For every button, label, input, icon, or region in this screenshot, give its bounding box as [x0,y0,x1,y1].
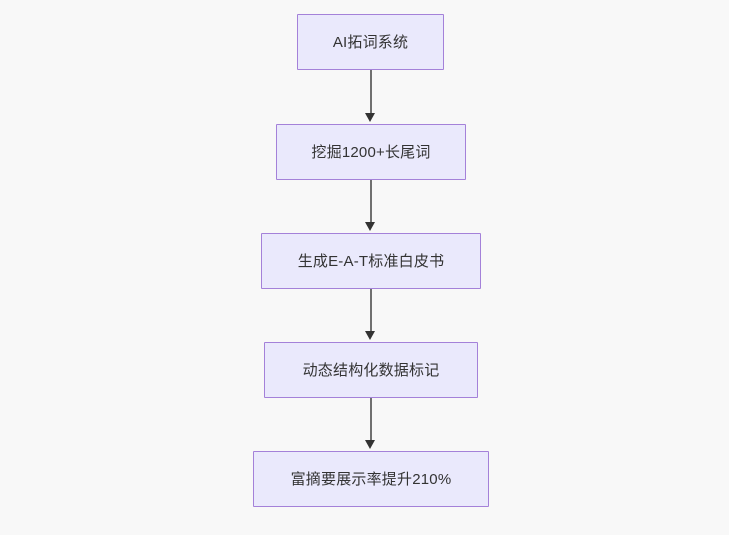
edge-n1-n2-arrowhead [365,113,375,122]
flow-node-dynamic-structured-data-markup[interactable]: 动态结构化数据标记 [264,342,478,398]
flow-node-generate-eat-whitepaper[interactable]: 生成E-A-T标准白皮书 [261,233,481,289]
edge-n3-n4-line [370,289,372,333]
edge-n2-n3-arrowhead [365,222,375,231]
flow-node-ai-keyword-system[interactable]: AI拓词系统 [297,14,444,70]
flow-node-label: AI拓词系统 [332,33,409,51]
flow-node-label: 动态结构化数据标记 [302,361,440,379]
flow-node-label: 富摘要展示率提升210% [290,470,452,488]
edge-n4-n5-line [370,398,372,442]
flow-node-label: 挖掘1200+长尾词 [311,143,431,161]
flow-node-mine-longtail-keywords[interactable]: 挖掘1200+长尾词 [276,124,466,180]
edge-n2-n3-line [370,180,372,224]
flow-node-rich-snippet-impression-lift[interactable]: 富摘要展示率提升210% [253,451,489,507]
flow-node-label: 生成E-A-T标准白皮书 [297,252,445,270]
edge-n3-n4-arrowhead [365,331,375,340]
edge-n4-n5-arrowhead [365,440,375,449]
edge-n1-n2-line [370,70,372,115]
